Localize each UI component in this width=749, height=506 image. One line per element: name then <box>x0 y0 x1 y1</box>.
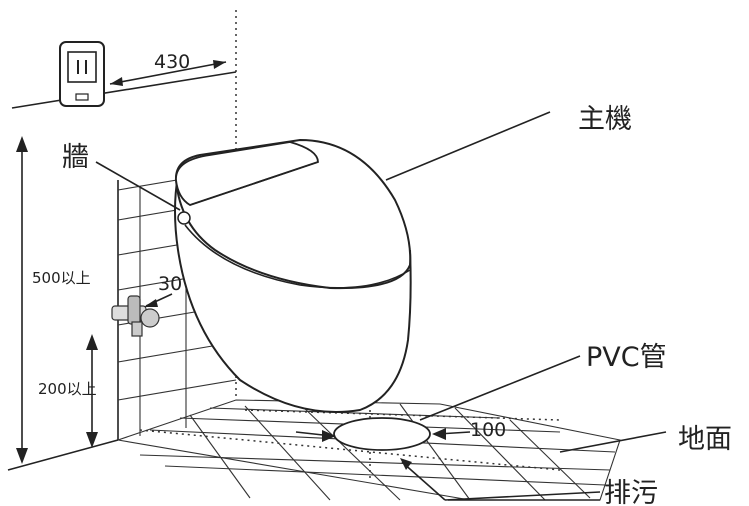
wall-leader <box>95 161 181 211</box>
valve-height-dimension <box>86 334 98 448</box>
drain-arrows <box>295 428 471 442</box>
drain-leaders <box>400 458 601 501</box>
main-unit-leader <box>385 111 551 181</box>
floor-leader <box>559 431 667 453</box>
pvc-pipe-label: PVC管 <box>586 342 667 373</box>
wall-label: 牆 <box>62 142 89 173</box>
angle-valve-icon <box>111 293 173 337</box>
floor-label: 地面 <box>678 424 732 455</box>
socket-offset-dimension <box>109 60 227 86</box>
socket-height-label: 500以上 <box>32 269 91 287</box>
pvc-leader <box>419 355 581 421</box>
drain-label: 排污 <box>604 478 658 506</box>
socket-height-dimension <box>16 136 28 464</box>
valve-offset-label: 30 <box>158 273 182 295</box>
toilet-unit <box>174 138 412 413</box>
drain-hole <box>333 417 431 451</box>
main-unit-label: 主機 <box>578 104 632 135</box>
wall-socket-icon <box>59 41 105 107</box>
socket-offset-label: 430 <box>154 51 190 73</box>
drain-offset-label: 100 <box>470 419 506 441</box>
valve-height-label: 200以上 <box>38 380 97 398</box>
